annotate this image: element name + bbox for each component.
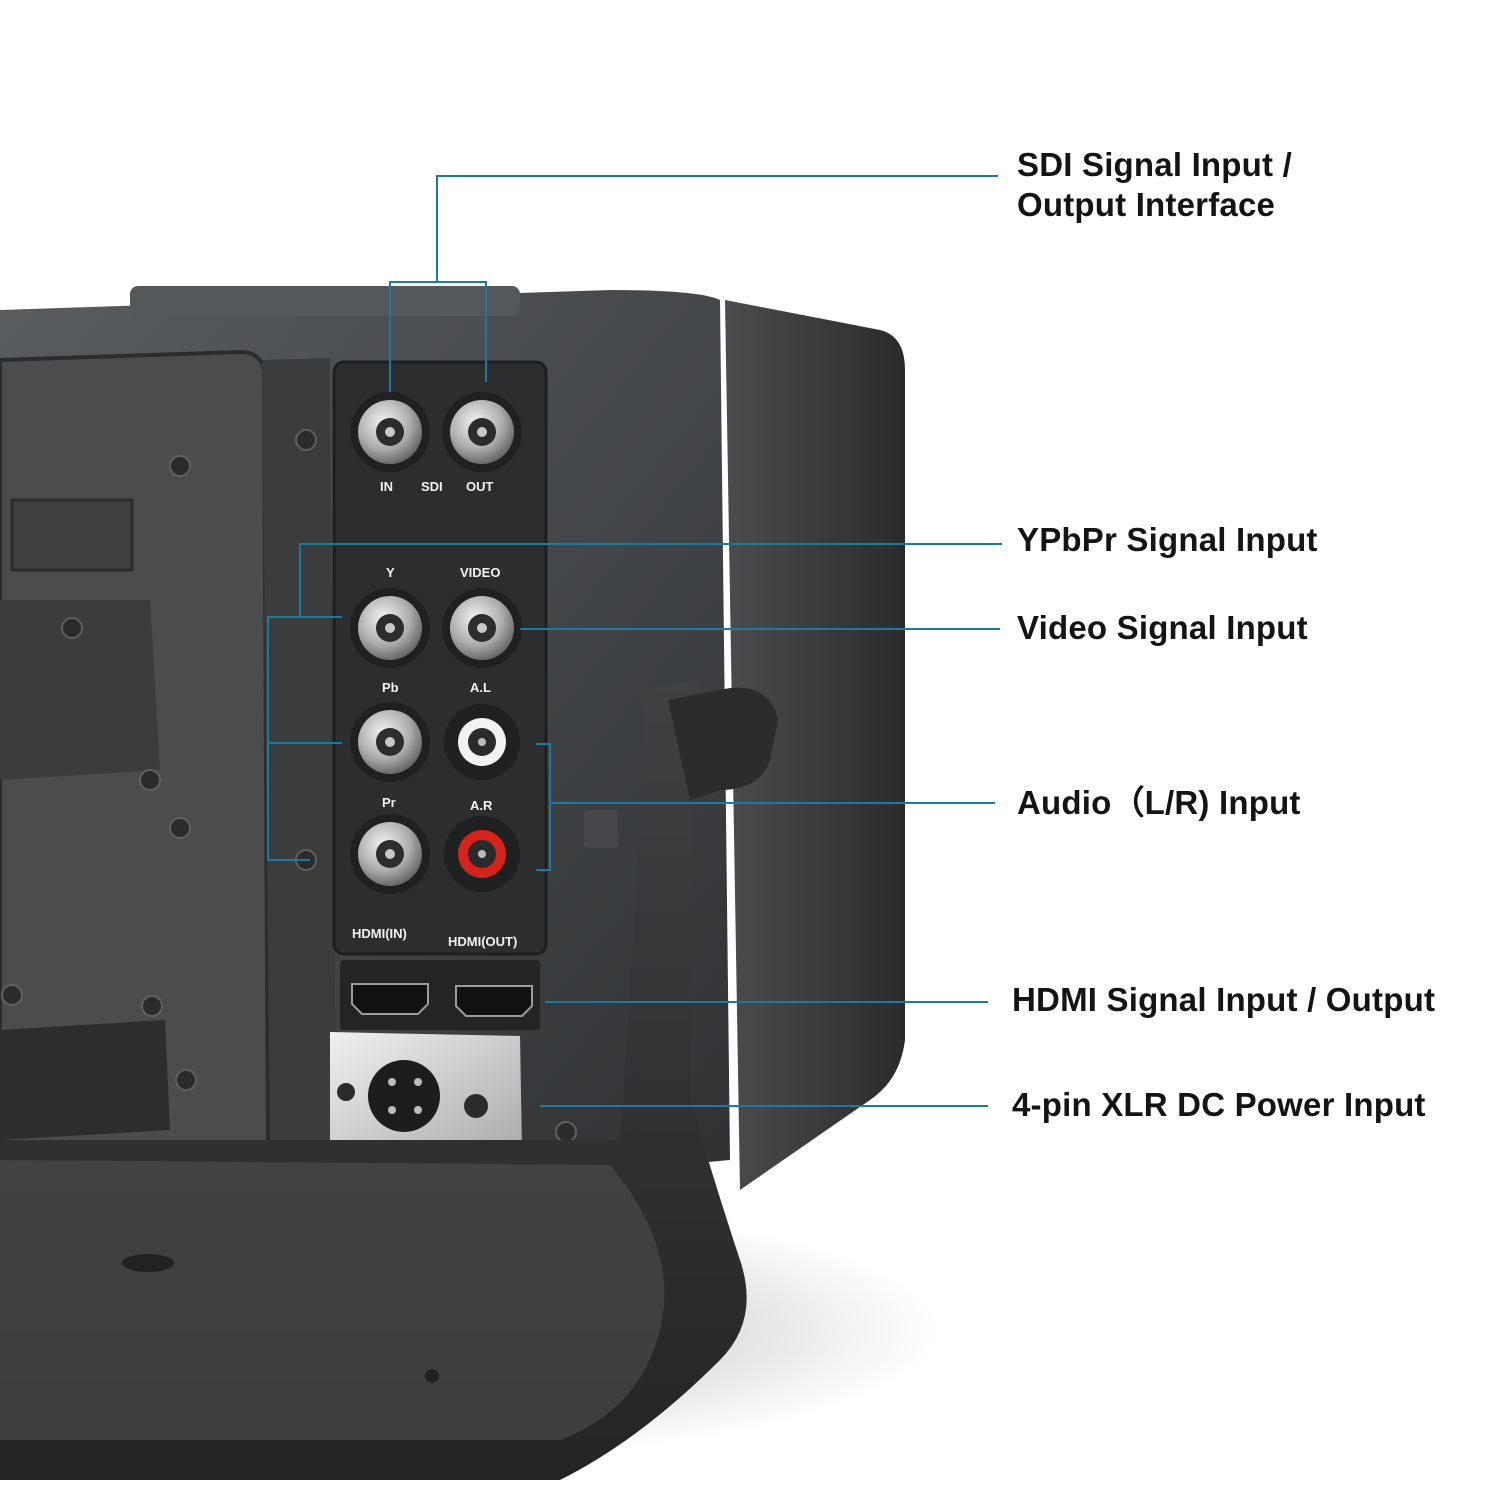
stand-base-top	[0, 1160, 665, 1440]
connector-panel	[332, 360, 548, 956]
callout-hdmi: HDMI Signal Input / Output	[1012, 981, 1436, 1018]
sdi-in-connector	[350, 392, 430, 472]
y-connector	[350, 588, 430, 668]
rail-grip	[0, 1020, 170, 1140]
label-al: A.L	[470, 680, 491, 695]
bnc-connectors	[350, 392, 522, 894]
label-sdi-in: IN	[380, 479, 393, 494]
sdi-leader	[436, 175, 998, 282]
label-video: VIDEO	[460, 565, 500, 580]
top-ridge	[130, 286, 520, 316]
callout-video: Video Signal Input	[1017, 609, 1308, 646]
label-hdmi-in: HDMI(IN)	[352, 926, 407, 941]
side-latch	[584, 810, 618, 848]
label-sdi: SDI	[421, 479, 443, 494]
callout-audio: Audio（L/R) Input	[1017, 784, 1301, 821]
pb-connector	[350, 702, 430, 782]
pr-connector	[350, 814, 430, 894]
audio-bracket	[536, 743, 551, 871]
callout-ypbpr: YPbPr Signal Input	[1017, 521, 1318, 558]
label-pr: Pr	[382, 795, 396, 810]
xlr-power-plate	[330, 1032, 522, 1158]
sun-hood	[725, 300, 905, 1190]
audio-left-connector	[444, 704, 520, 780]
audio-right-connector	[444, 816, 520, 892]
label-pb: Pb	[382, 680, 399, 695]
battery-plate	[0, 600, 160, 780]
label-y: Y	[386, 565, 395, 580]
callout-sdi-line2: Output Interface	[1017, 186, 1276, 223]
ypbpr-leader	[299, 543, 1002, 617]
callout-power: 4-pin XLR DC Power Input	[1012, 1086, 1426, 1123]
label-ar: A.R	[470, 798, 493, 813]
plate-slot	[10, 498, 134, 572]
ypbpr-bracket	[267, 616, 342, 861]
callout-sdi: SDI Signal Input / Output Interface	[1017, 145, 1292, 225]
leader-lines	[267, 175, 1002, 1107]
mount-hole	[122, 1254, 174, 1272]
callout-sdi-line1: SDI Signal Input /	[1017, 146, 1292, 183]
video-connector	[442, 588, 522, 668]
hdmi-ports	[340, 960, 540, 1030]
hdmi-out-port	[455, 985, 533, 1017]
label-hdmi-out: HDMI(OUT)	[448, 934, 517, 949]
screws	[1, 429, 577, 1143]
sdi-out-connector	[442, 392, 522, 472]
mount-hole-small	[425, 1369, 439, 1383]
hdmi-in-port	[351, 983, 429, 1015]
side-column	[262, 358, 336, 1148]
label-sdi-out: OUT	[466, 479, 494, 494]
tilt-knob	[668, 687, 778, 800]
sdi-bracket	[389, 281, 487, 392]
